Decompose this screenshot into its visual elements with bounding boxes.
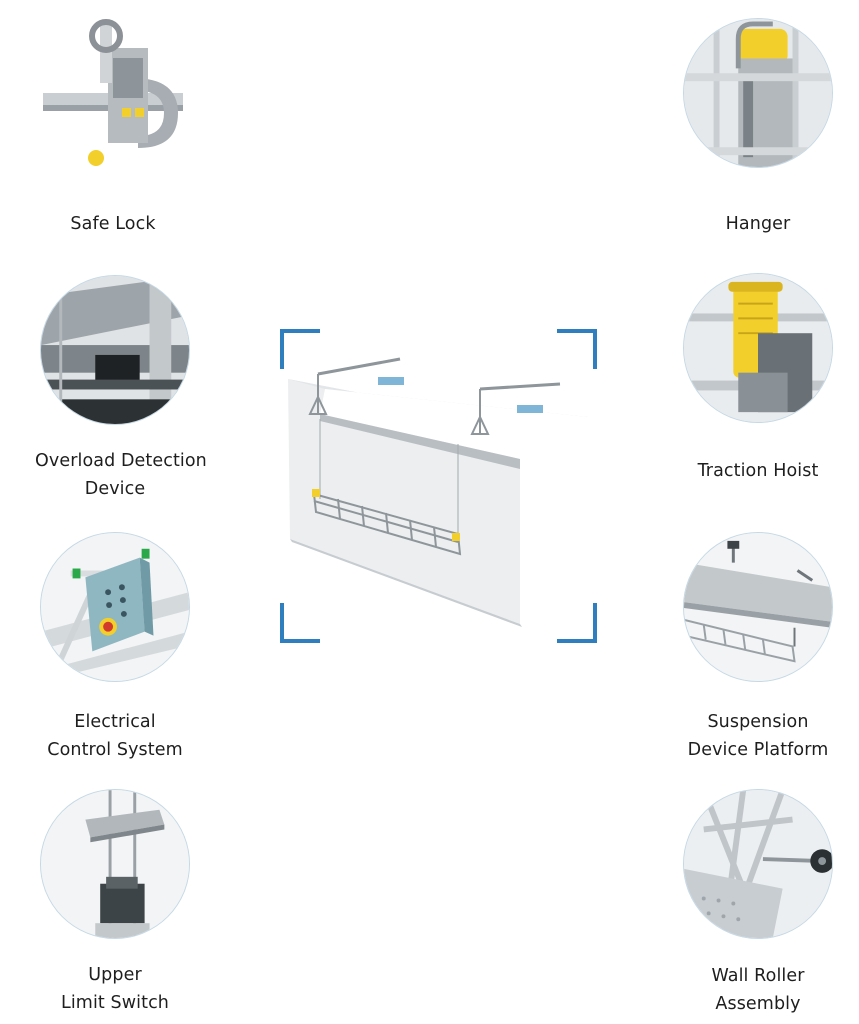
part-suspension-platform: Suspension Device Platform bbox=[678, 532, 838, 764]
traction-hoist-icon bbox=[683, 273, 833, 423]
suspension-label-line2: Device Platform bbox=[687, 740, 829, 760]
part-traction-hoist: Traction Hoist bbox=[678, 273, 838, 485]
upper-limit-label-line1: Upper bbox=[88, 965, 142, 985]
wall-roller-label-line1: Wall Roller bbox=[711, 966, 805, 986]
upper-limit-label-line2: Limit Switch bbox=[60, 993, 169, 1013]
overload-label-line1: Overload Detection bbox=[35, 451, 207, 471]
suspended-platform bbox=[312, 492, 462, 556]
electrical-label-line2: Control System bbox=[47, 740, 183, 760]
overload-detection-icon bbox=[40, 275, 190, 425]
part-hanger: Hanger bbox=[678, 18, 838, 238]
gondola-overview-illustration bbox=[280, 329, 597, 643]
wall-roller-icon bbox=[683, 789, 833, 939]
suspension-label-line1: Suspension bbox=[707, 712, 809, 732]
part-upper-limit-switch: Upper Limit Switch bbox=[35, 789, 195, 1017]
traction-hoist-label: Traction Hoist bbox=[697, 461, 819, 481]
safe-lock-label: Safe Lock bbox=[70, 214, 156, 234]
limit-switch-icon bbox=[40, 789, 190, 939]
suspension-platform-icon bbox=[683, 532, 833, 682]
hanger-label: Hanger bbox=[725, 214, 791, 234]
part-overload-detection: Overload Detection Device bbox=[35, 275, 207, 503]
electrical-label-line1: Electrical bbox=[74, 712, 156, 732]
hanger-icon bbox=[683, 18, 833, 168]
part-wall-roller: Wall Roller Assembly bbox=[678, 789, 838, 1018]
overload-label-line2: Device bbox=[84, 479, 146, 499]
wall-roller-label-line2: Assembly bbox=[715, 994, 801, 1014]
part-electrical-control: Electrical Control System bbox=[35, 532, 195, 764]
control-box-icon bbox=[40, 532, 190, 682]
safe-lock-icon bbox=[38, 18, 188, 168]
corner-brackets bbox=[280, 329, 597, 643]
part-safe-lock: Safe Lock bbox=[33, 18, 193, 238]
